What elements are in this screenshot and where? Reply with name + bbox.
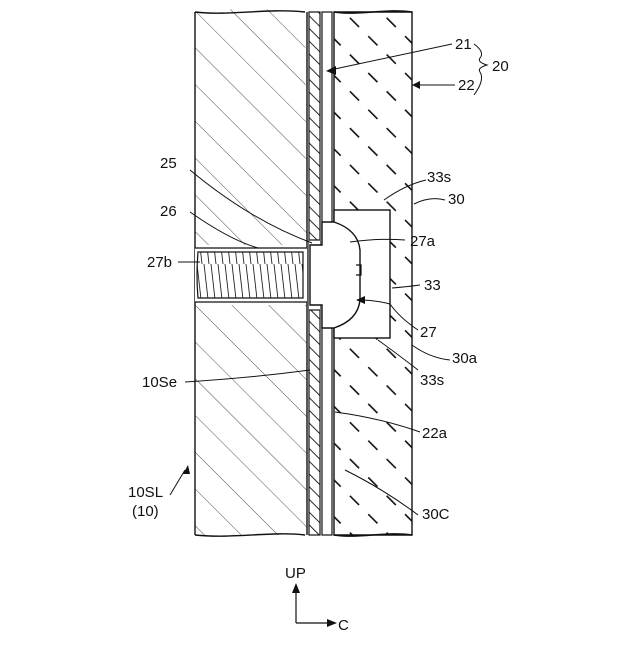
up-arrow-icon [292,583,300,593]
label-20: 20 [492,58,509,75]
label-10sl: 10SL [128,484,163,501]
label-33s-top: 33s [427,169,451,186]
label-27b: 27b [147,254,172,271]
label-33s-bottom: 33s [420,372,444,389]
label-22: 22 [458,77,475,94]
label-27a: 27a [410,233,436,250]
axis-label-c: C [338,617,349,634]
label-22a: 22a [422,425,448,442]
label-25: 25 [160,155,177,172]
label-10se: 10Se [142,374,177,391]
label-21: 21 [455,36,472,53]
right-arrow-icon [327,619,337,627]
label-30a: 30a [452,350,478,367]
label-27: 27 [420,324,437,341]
direction-axes: UP C [285,565,349,634]
label-26: 26 [160,203,177,220]
label-33: 33 [424,277,441,294]
bolt-shank-27b [197,252,303,298]
label-10: (10) [132,503,159,520]
label-30: 30 [448,191,465,208]
label-30c: 30C [422,506,450,523]
axis-label-up: UP [285,565,306,582]
